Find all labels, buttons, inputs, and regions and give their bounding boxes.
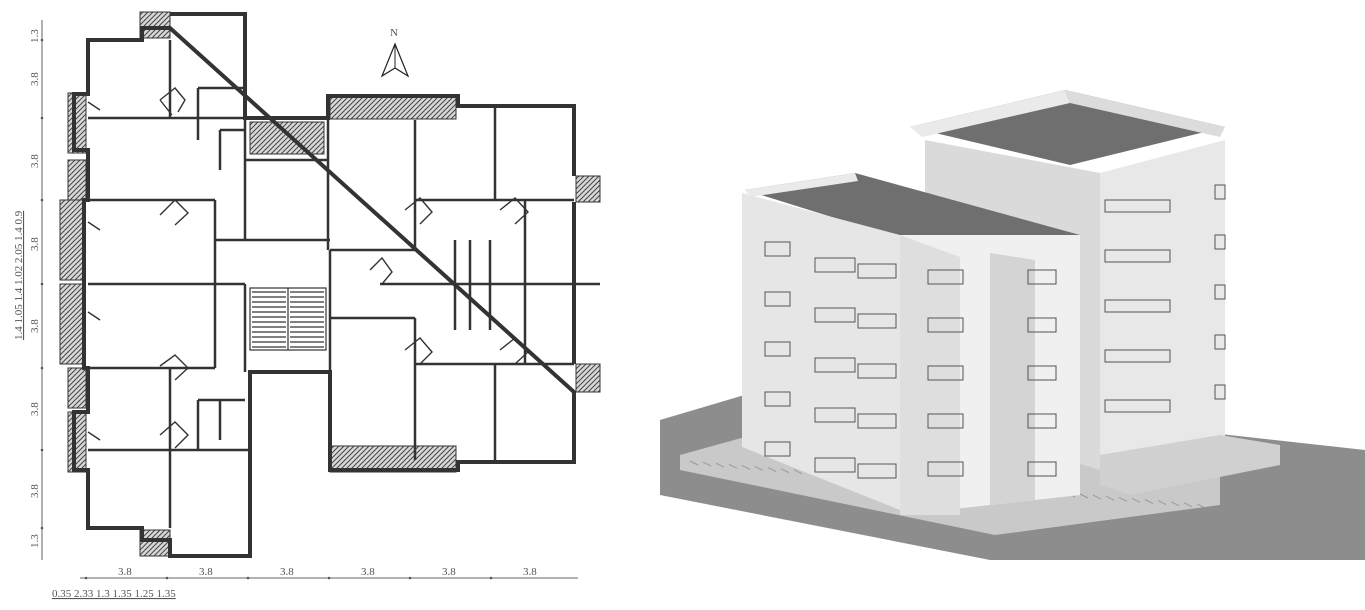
floor-plan: 1.3 3.8 3.8 3.8 3.8 3.8 3.8 1.3 1.4 1.05 1.4 1.…	[13, 11, 601, 600]
left-dimension-chain: 1.3 3.8 3.8 3.8 3.8 3.8 3.8 1.3 1.4 1.05 1.4 1.…	[13, 20, 44, 560]
left-dimension-label: 3.8	[29, 319, 41, 333]
north-arrow: N	[380, 27, 410, 78]
tower-front-facade	[1100, 140, 1225, 470]
bottom-dimension-label: 3.8	[199, 566, 213, 578]
left-dimension-label: 3.8	[29, 237, 41, 251]
front-block-left-facade	[742, 193, 900, 510]
bottom-dimension-label: 3.8	[442, 566, 456, 578]
left-dimension-label: 1.3	[29, 29, 41, 43]
left-dimension-label: 3.8	[29, 484, 41, 498]
building-3d-view	[660, 90, 1365, 560]
bottom-dimension-label: 3.8	[523, 566, 537, 578]
bottom-detail-dimensions: 0.35 2.33 1.3 1.35 1.25 1.35	[52, 588, 176, 600]
left-dimension-label: 3.8	[29, 72, 41, 86]
entrance-steps	[1100, 435, 1280, 495]
balcony-rows	[764, 184, 1226, 479]
left-dimension-label: 3.8	[29, 154, 41, 168]
interior-walls	[88, 40, 600, 528]
left-detail-dimensions: 1.4 1.05 1.4 1.02 2.05 1.4 0.9	[13, 210, 25, 340]
bottom-dimension-label: 3.8	[280, 566, 294, 578]
bottom-dimension-chain: 3.8 3.8 3.8 3.8 3.8 3.8 0.35 2.33 1.3 1.35 1.…	[52, 566, 578, 600]
left-dimension-label: 3.8	[29, 402, 41, 416]
north-label: N	[390, 27, 398, 39]
staircase	[249, 287, 327, 351]
door-swings	[87, 87, 529, 449]
left-dimension-label: 1.3	[29, 534, 41, 548]
bottom-dimension-label: 3.8	[361, 566, 375, 578]
bottom-dimension-label: 3.8	[118, 566, 132, 578]
